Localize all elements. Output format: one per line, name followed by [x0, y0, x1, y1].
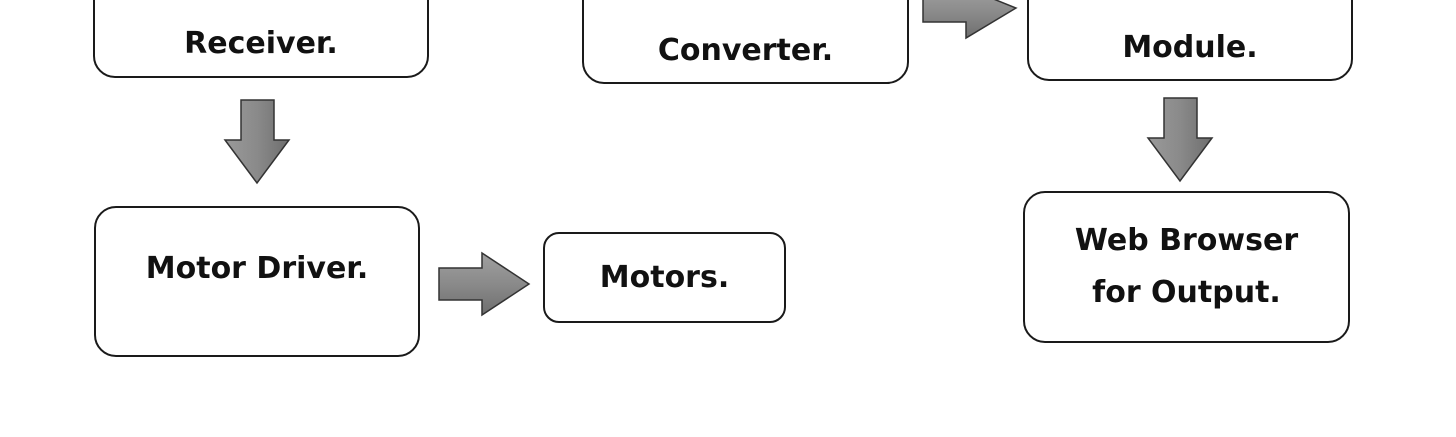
module-label: Module.	[1122, 29, 1258, 65]
arrow-right-motor-driver-to-motors	[438, 251, 531, 317]
web-browser-block: Web Browser for Output.	[1023, 191, 1350, 343]
motor-driver-block: Motor Driver.	[94, 206, 420, 357]
arrow-down-receiver-to-motor-driver	[223, 99, 291, 185]
motors-label: Motors.	[599, 259, 730, 295]
receiver-label: Receiver.	[184, 26, 338, 61]
receiver-block: Receiver.	[93, 0, 429, 78]
motors-block: Motors.	[543, 232, 786, 323]
arrow-right-converter-to-module	[922, 0, 1018, 40]
module-block: Module.	[1027, 0, 1353, 81]
converter-block: Converter.	[582, 0, 909, 84]
web-browser-label-line1: Web Browser	[1074, 223, 1299, 258]
motor-driver-label: Motor Driver.	[145, 250, 369, 286]
arrow-down-module-to-web-browser	[1146, 97, 1214, 183]
converter-label: Converter.	[657, 33, 834, 68]
web-browser-label-line2: for Output.	[1092, 275, 1281, 310]
